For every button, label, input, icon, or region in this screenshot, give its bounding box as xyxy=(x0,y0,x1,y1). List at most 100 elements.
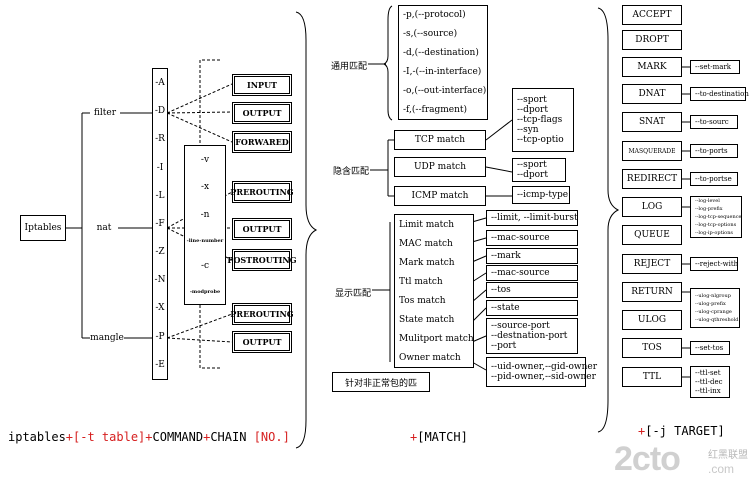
target-reject-opt: --reject-with xyxy=(695,260,739,268)
option-x: -x xyxy=(200,182,210,193)
syntax-plus-5: + xyxy=(638,424,646,438)
owner-options-box: --uid-owner,--gid-owner --pid-owner,--si… xyxy=(486,357,597,387)
ttl-opt: --mac-source xyxy=(491,268,550,278)
command-F: -F xyxy=(155,218,165,229)
target-masquerade-label: MASQUERADE xyxy=(628,147,676,155)
watermark-suffix: .com xyxy=(708,462,734,476)
tos-opt: --tos xyxy=(491,285,511,295)
ttl-options-box: --ttl-set --ttl-dec --ttl-inx xyxy=(690,366,730,398)
table-mangle: mangle xyxy=(90,328,124,348)
general-opt-protocol: -p,(--protocol) xyxy=(403,10,466,21)
target-masquerade: MASQUERADE xyxy=(622,141,682,161)
command-E: -E xyxy=(155,359,165,370)
target-snat: SNAT xyxy=(622,112,682,132)
tcp-opt-sport: --sport xyxy=(517,95,547,105)
target-mark-label: MARK xyxy=(637,62,667,72)
target-snat-opt: --to-sourc xyxy=(695,118,729,126)
mac-match-label: MAC match xyxy=(399,238,453,249)
chain-output-nat-label: OUTPUT xyxy=(242,224,282,234)
target-ttl-label: TTL xyxy=(642,372,662,382)
tcp-options-box: --sport --dport --tcp-flags --syn --tcp-… xyxy=(512,88,574,152)
chain-prerouting-mangle-label: PREROUTING xyxy=(230,309,294,319)
syntax-plus-2: + xyxy=(145,430,153,444)
target-log-opt-tcp-opt: --log-tcp-options xyxy=(695,222,737,228)
target-tos-label: TOS xyxy=(642,343,662,353)
target-tos: TOS xyxy=(622,338,682,358)
target-ulog: ULOG xyxy=(622,310,682,330)
reject-options-box: --reject-with xyxy=(690,257,738,271)
ttl-match-label: Ttl match xyxy=(399,276,443,287)
target-ulog-opt-prefix: --ulog-prefix xyxy=(695,301,726,307)
chain-forwared: FORWARED xyxy=(232,131,292,153)
target-log: LOG xyxy=(622,197,682,217)
chain-postrouting-label: POSTROUTING xyxy=(227,255,297,265)
target-redirect: REDIRECT xyxy=(622,169,682,189)
watermark-brand: 2cto xyxy=(614,440,681,478)
target-accept-label: ACCEPT xyxy=(632,10,672,20)
multiport-opt-dest: --destnation-port xyxy=(491,331,568,341)
tcp-opt-dport: --dport xyxy=(517,105,548,115)
command-I: -I xyxy=(156,162,164,173)
abnormal-match-box: 针对非正常包的匹 xyxy=(332,372,430,392)
dnat-options-box: --to-destination xyxy=(690,87,749,101)
target-dropt-label: DROPT xyxy=(635,35,669,45)
target-queue: QUEUE xyxy=(622,225,682,245)
general-match-text: 通用匹配 xyxy=(331,61,368,72)
owner-match-label: Owner match xyxy=(399,352,461,363)
target-log-opt-level: --log-level xyxy=(695,198,720,204)
multiport-match-label: Mulitport match xyxy=(399,333,474,344)
owner-opt-pid-sid: --pid-owner,--sid-owner xyxy=(491,372,596,382)
target-dropt: DROPT xyxy=(622,30,682,50)
abnormal-match-label: 针对非正常包的匹 xyxy=(344,378,417,389)
syntax-match-text: [MATCH] xyxy=(417,430,468,444)
general-match-box: -p,(--protocol) -s,(--source) -d,(--dest… xyxy=(398,5,488,120)
icmp-match-box: ICMP match xyxy=(394,186,486,206)
chain-prerouting-mangle: PREROUTING xyxy=(230,303,294,325)
target-return-label: RETURN xyxy=(631,287,673,297)
redirect-options-box: --to-portse xyxy=(690,172,738,186)
general-opt-source: -s,(--source) xyxy=(403,29,458,40)
syntax-number: [NO.] xyxy=(253,430,290,444)
target-accept: ACCEPT xyxy=(622,5,682,25)
udp-opt-sport: --sport xyxy=(517,160,547,170)
icmp-match-label: ICMP match xyxy=(411,191,469,201)
chain-input: INPUT xyxy=(232,74,292,96)
option-n: -n xyxy=(200,210,210,221)
general-opt-out-interface: -o,(--out-interface) xyxy=(403,85,487,96)
chain-output-mangle: OUTPUT xyxy=(232,331,292,353)
target-ttl-opt-inx: --ttl-inx xyxy=(695,386,721,395)
command-N: -N xyxy=(154,275,166,286)
table-filter-label: filter xyxy=(93,108,117,118)
general-opt-fragment: -f,(--fragment) xyxy=(403,104,468,115)
multiport-opt-port: --port xyxy=(491,341,517,351)
syntax-table-option: [-t table] xyxy=(73,430,146,444)
explicit-match-box: Limit match MAC match Mark match Ttl mat… xyxy=(394,214,474,368)
target-ttl-opt-dec: --ttl-dec xyxy=(695,377,723,386)
chain-input-label: INPUT xyxy=(247,80,277,90)
target-log-label: LOG xyxy=(641,202,663,212)
chain-output-nat: OUTPUT xyxy=(232,218,292,240)
syntax-plus-3: + xyxy=(203,430,211,444)
tos-match-label: Tos match xyxy=(399,295,446,306)
general-match-label: 通用匹配 xyxy=(330,55,368,75)
chain-output-filter: OUTPUT xyxy=(232,102,292,124)
command-R: -R xyxy=(155,134,165,145)
masquerade-options-box: --to-ports xyxy=(690,144,738,158)
udp-opt-dport: --dport xyxy=(517,170,548,180)
target-dnat-label: DNAT xyxy=(638,89,666,99)
snat-options-box: --to-sourc xyxy=(690,115,738,129)
tcp-match-label: TCP match xyxy=(414,135,466,145)
options-column: -v -x -n -line-number -c -modprobe xyxy=(184,145,226,305)
limit-match-label: Limit match xyxy=(399,219,455,230)
option-line-number: -line-number xyxy=(186,237,224,244)
target-redirect-label: REDIRECT xyxy=(626,174,678,184)
syntax-command: COMMAND xyxy=(152,430,204,444)
target-log-opt-prefix: --log-prefix xyxy=(695,206,723,212)
mark-options-box: --mark xyxy=(486,248,578,264)
tcp-opt-flags: --tcp-flags xyxy=(517,115,563,125)
state-opt: --state xyxy=(491,303,520,313)
target-ttl: TTL xyxy=(622,367,682,387)
tcp-opt-option: --tcp-optio xyxy=(517,135,564,145)
target-return: RETURN xyxy=(622,282,682,302)
target-ulog-opt-qthreshold: --ulog-qthreshold xyxy=(695,317,739,323)
